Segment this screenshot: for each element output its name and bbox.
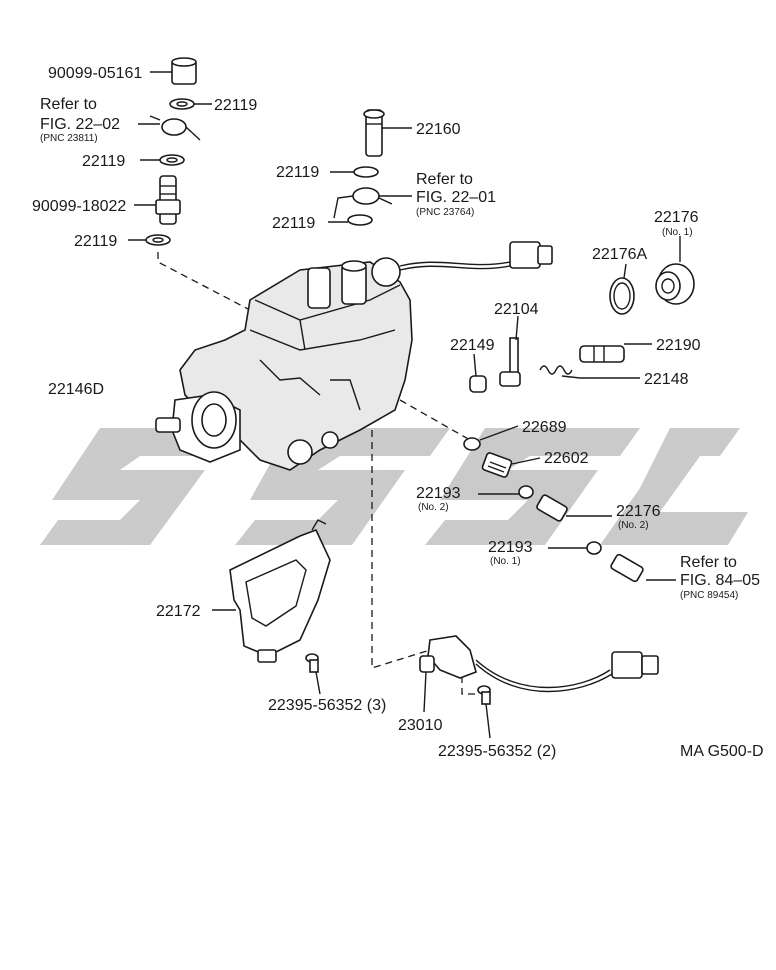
washer-22193-no1 <box>548 541 602 555</box>
label-22119-c: 22119 <box>74 233 117 250</box>
label-22176-no2-sub: (No. 2) <box>618 520 649 531</box>
sensor-23010 <box>419 635 659 713</box>
watermark-stroke-3 <box>425 428 640 545</box>
label-22119-b: 22119 <box>82 153 125 170</box>
cap-22149 <box>469 353 487 393</box>
label-22176-no2: 22176 <box>616 503 661 520</box>
label-90099-05161: 90099-05161 <box>48 65 142 82</box>
watermark-stroke-4 <box>600 428 748 545</box>
label-22689: 22689 <box>522 419 567 436</box>
label-22193-no1: 22193 <box>488 539 533 556</box>
oring-22176A <box>609 263 635 315</box>
washer-22119-low <box>128 234 171 246</box>
sensor-refer-84-05 <box>610 553 676 583</box>
label-22395-56352-3: 22395-56352 (3) <box>268 697 386 714</box>
dashed-guide-right <box>399 399 471 441</box>
valve-22190 <box>579 343 652 363</box>
label-22160: 22160 <box>416 121 461 138</box>
washer-22193-no2 <box>478 485 534 499</box>
dashed-guide-down <box>371 430 431 669</box>
label-22176A: 22176A <box>592 246 647 263</box>
washer-22119-top <box>169 98 212 110</box>
label-22119-d: 22119 <box>276 164 319 181</box>
label-22149: 22149 <box>450 337 495 354</box>
label-23010: 23010 <box>398 717 443 734</box>
dashed-guide-left <box>157 252 251 311</box>
label-22104: 22104 <box>494 301 539 318</box>
screw-22395-56352-2 <box>477 685 491 739</box>
label-refer-fig-22-02-line2: FIG. 22–02 <box>40 116 120 133</box>
label-refer-fig-22-01-line1: Refer to <box>416 171 473 188</box>
label-refer-fig-84-05-line2: FIG. 84–05 <box>680 572 760 589</box>
switch-22176-no2 <box>536 494 612 522</box>
washer-22119-right-low <box>328 214 373 226</box>
label-22602: 22602 <box>544 450 589 467</box>
pin-22104 <box>499 315 521 387</box>
label-22190: 22190 <box>656 337 701 354</box>
plug-22176-no1 <box>655 236 695 305</box>
top-sensor-harness <box>399 241 553 271</box>
label-22193-no2-sub: (No. 2) <box>418 502 449 513</box>
label-refer-fig-22-01-line2: FIG. 22–01 <box>416 189 496 206</box>
label-22176-no1: 22176 <box>654 209 699 226</box>
dashed-guide-bolt <box>461 676 478 695</box>
label-refer-fig-22-02-pnc: (PNC 23811) <box>40 133 98 144</box>
watermark-stroke-1 <box>40 428 250 545</box>
washer-22689 <box>463 425 519 451</box>
gasket-22172 <box>212 519 331 663</box>
cap-90099-05161 <box>150 57 197 85</box>
bolt-90099-18022 <box>134 175 181 225</box>
label-22119-e: 22119 <box>272 215 315 232</box>
label-refer-fig-22-01-pnc: (PNC 23764) <box>416 207 474 218</box>
label-90099-18022: 90099-18022 <box>32 198 126 215</box>
label-22119-a: 22119 <box>214 97 257 114</box>
label-refer-fig-84-05-pnc: (PNC 89454) <box>680 590 738 601</box>
label-refer-fig-84-05-line1: Refer to <box>680 554 737 571</box>
label-22146D: 22146D <box>48 381 104 398</box>
screw-22395-56352-3 <box>305 653 321 695</box>
label-magazine-code: MA G500-D <box>680 743 764 760</box>
washer-22119-right-top <box>330 166 379 178</box>
banjo-fitting-upper <box>138 115 201 141</box>
label-22172: 22172 <box>156 603 201 620</box>
label-22148: 22148 <box>644 371 689 388</box>
label-22193-no1-sub: (No. 1) <box>490 556 521 567</box>
label-refer-fig-22-02-line1: Refer to <box>40 96 97 113</box>
spring-22148 <box>539 365 640 379</box>
banjo-fitting-right <box>333 187 412 219</box>
label-22193-no2: 22193 <box>416 485 461 502</box>
washer-22119-mid <box>140 154 185 166</box>
label-22395-56352-2: 22395-56352 (2) <box>438 743 556 760</box>
filter-22602 <box>481 452 541 478</box>
label-22176-no1-sub: (No. 1) <box>662 227 693 238</box>
bolt-22160 <box>363 109 412 157</box>
injection-pump-body <box>155 257 413 471</box>
